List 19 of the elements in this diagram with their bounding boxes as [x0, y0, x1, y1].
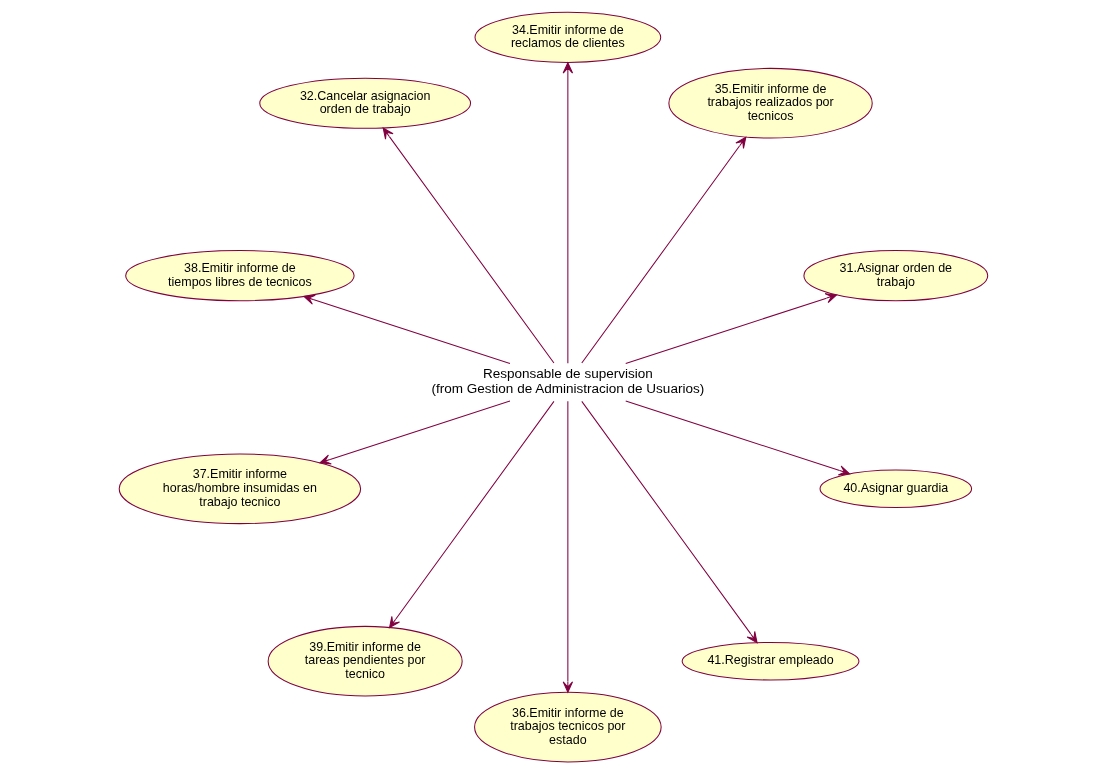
node-ellipse: 32.Cancelar asignacion orden de trabajo [258, 77, 471, 129]
node-text: Responsable de supervision (from Gestion de Administracion de Usuarios) [431, 366, 704, 397]
node-ellipse: 38.Emitir informe de tiempos libres de tecnicos [124, 250, 355, 302]
node-ellipse: 41.Registrar empleado [681, 641, 859, 681]
arrow [382, 127, 554, 364]
arrow [624, 293, 837, 364]
arrow [580, 400, 758, 644]
node-ellipse: 36.Emitir informe de trabajos tecnicos por estado [473, 691, 662, 763]
arrow [562, 62, 573, 364]
node-ellipse: 35.Emitir informe de trabajos realizados por tecnicos [667, 67, 873, 139]
arrow [388, 400, 554, 629]
node-ellipse: 40.Asignar guardia [819, 469, 972, 509]
arrow [580, 136, 746, 364]
node-ellipse: 39.Emitir informe de tareas pendientes por tecnico [267, 625, 463, 697]
arrow [562, 400, 573, 693]
node-ellipse: 34.Emitir informe de reclamos de clientes [474, 11, 661, 63]
arrow [624, 400, 850, 476]
arrow [302, 294, 510, 364]
arrow [318, 400, 510, 465]
